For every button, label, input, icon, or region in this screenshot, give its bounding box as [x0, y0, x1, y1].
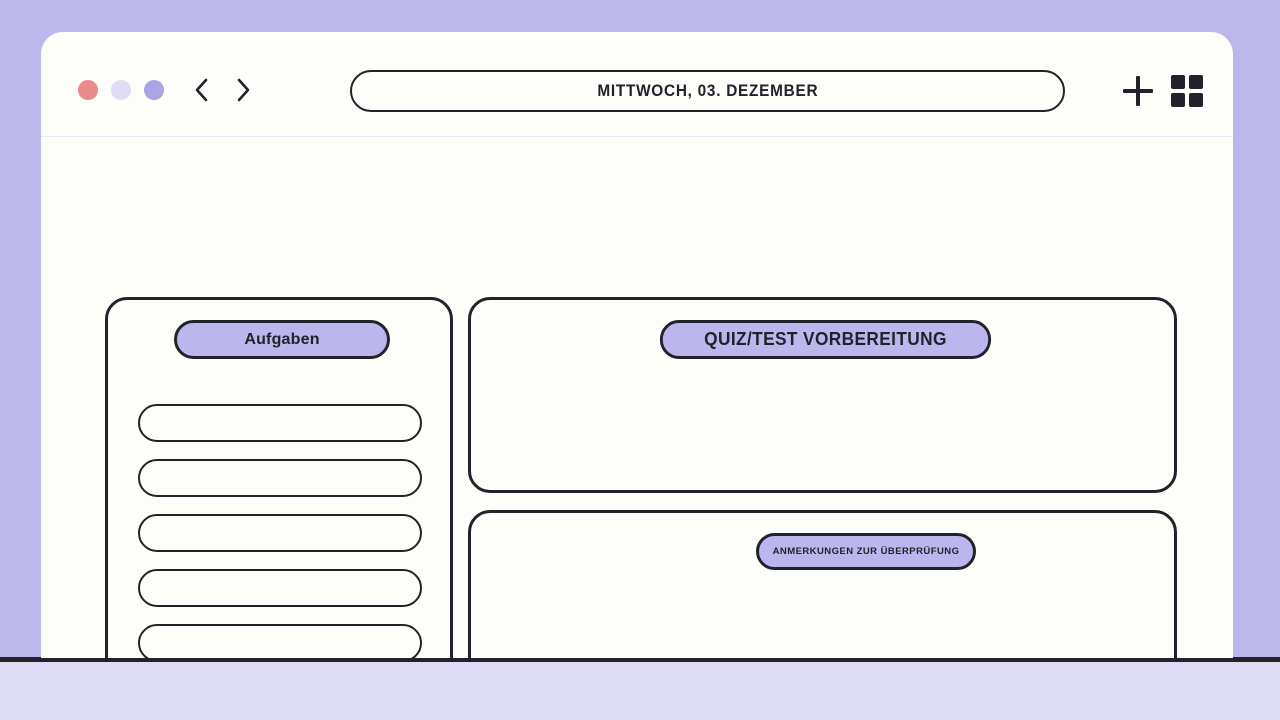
window-controls[interactable] [78, 80, 164, 100]
task-row[interactable] [138, 404, 422, 442]
title-bar-actions [1123, 75, 1203, 107]
quiz-panel: QUIZ/TEST VORBEREITUNG [468, 297, 1177, 493]
chevron-left-icon[interactable] [189, 76, 215, 104]
grid-view-icon[interactable] [1171, 75, 1203, 107]
maximize-dot[interactable] [144, 80, 164, 100]
app-window: MITTWOCH, 03. DEZEMBER Aufgaben [41, 32, 1233, 658]
quiz-panel-title: QUIZ/TEST VORBEREITUNG [659, 320, 992, 359]
navigation-arrows[interactable] [189, 76, 256, 104]
plus-icon[interactable] [1123, 76, 1153, 106]
task-row[interactable] [138, 514, 422, 552]
board-area: Aufgaben QUIZ/TEST VORBEREITUNG ANMERKUN… [41, 137, 1233, 658]
notes-panel: ANMERKUNGEN ZUR ÜBERPRÜFUNG [468, 510, 1177, 658]
date-label: MITTWOCH, 03. DEZEMBER [597, 81, 818, 100]
lower-background-band [0, 662, 1280, 720]
tasks-panel-title: Aufgaben [174, 320, 390, 359]
title-bar: MITTWOCH, 03. DEZEMBER [41, 32, 1233, 137]
grid-cell [1171, 75, 1185, 89]
task-row[interactable] [138, 569, 422, 607]
chevron-right-icon[interactable] [230, 76, 256, 104]
minimize-dot[interactable] [111, 80, 131, 100]
task-list [138, 404, 422, 658]
tasks-panel: Aufgaben [105, 297, 453, 658]
grid-cell [1189, 75, 1203, 89]
grid-cell [1171, 93, 1185, 107]
task-row[interactable] [138, 624, 422, 658]
grid-cell [1189, 93, 1203, 107]
bottom-divider-rule [0, 657, 1280, 662]
task-row[interactable] [138, 459, 422, 497]
close-dot[interactable] [78, 80, 98, 100]
date-field[interactable]: MITTWOCH, 03. DEZEMBER [350, 70, 1065, 112]
notes-panel-title: ANMERKUNGEN ZUR ÜBERPRÜFUNG [756, 533, 976, 570]
